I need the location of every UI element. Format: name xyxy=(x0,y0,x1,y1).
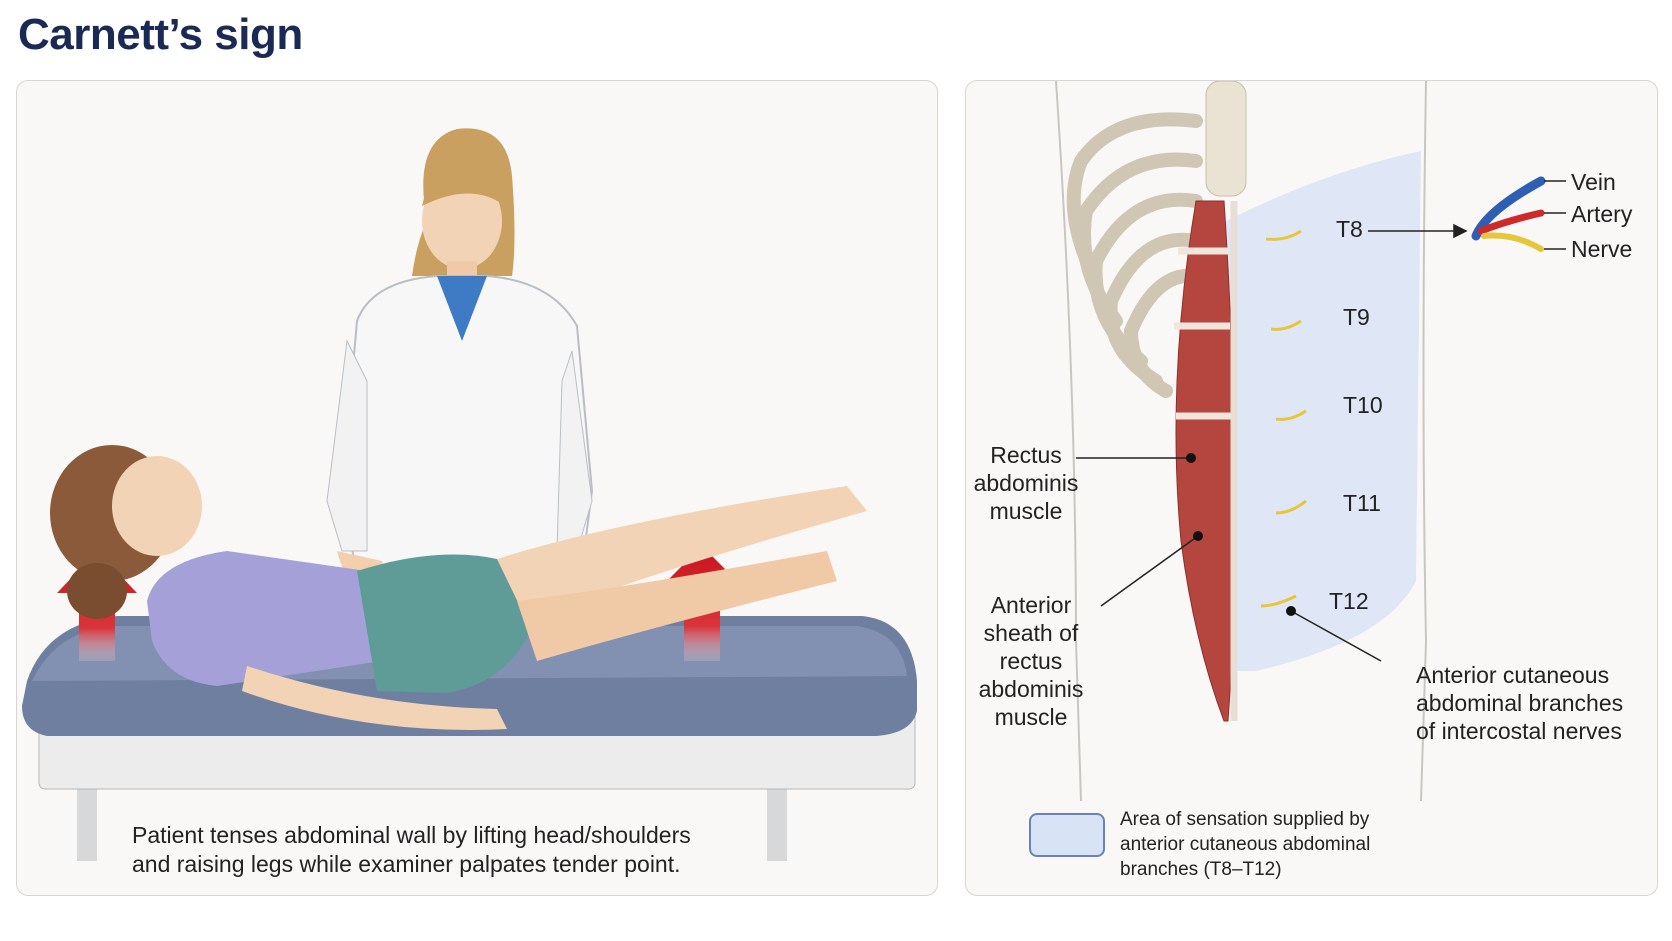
nerve-branches xyxy=(1260,229,1307,608)
anterior-sheath-label: Anterior sheath of rectus abdominis musc… xyxy=(966,591,1096,731)
examiner-figure xyxy=(326,128,594,607)
legend-swatch xyxy=(1029,813,1105,857)
cutaneous-label-line-1: Anterior cutaneous xyxy=(1416,662,1610,688)
legend-line-3: branches (T8–T12) xyxy=(1120,859,1282,880)
sheath-leader-dot xyxy=(1193,531,1203,541)
inset-label-artery: Artery xyxy=(1571,201,1633,227)
sheath-label-line-4: abdominis xyxy=(978,676,1084,702)
nerve-level-t10: T10 xyxy=(1343,392,1383,418)
nerve-level-t11: T11 xyxy=(1343,490,1381,516)
patient-illustration-panel: Patient tenses abdominal wall by lifting… xyxy=(16,80,938,896)
exam-caption: Patient tenses abdominal wall by lifting… xyxy=(132,821,691,879)
sternum xyxy=(1205,81,1247,197)
abdominal-wall-anatomy xyxy=(1055,81,1566,802)
caption-line-2: and raising legs while examiner palpates… xyxy=(132,851,681,877)
anterior-cutaneous-label: Anterior cutaneous abdominal branches of… xyxy=(1416,661,1623,745)
sheath-label-line-5: muscle xyxy=(994,704,1068,730)
rectus-label-line-3: muscle xyxy=(989,498,1063,524)
patient-exam-illustration xyxy=(22,128,917,861)
t8-pointer-arrowhead xyxy=(1453,223,1468,239)
cutaneous-leader-dot xyxy=(1286,606,1296,616)
rectus-leader-dot xyxy=(1186,453,1196,463)
legend-text: Area of sensation supplied by anterior c… xyxy=(1120,807,1370,882)
sensation-area xyxy=(1226,151,1421,671)
sheath-label-line-2: sheath of xyxy=(983,620,1079,646)
legend-line-2: anterior cutaneous abdominal xyxy=(1120,834,1371,855)
rectus-label-line-2: abdominis xyxy=(973,470,1079,496)
rectus-label-line-1: Rectus xyxy=(990,442,1062,468)
patient-figure xyxy=(50,445,867,730)
rectus-abdominis-muscle xyxy=(1174,200,1238,722)
rib-cage xyxy=(1066,112,1203,398)
caption-line-1: Patient tenses abdominal wall by lifting… xyxy=(132,822,691,848)
inset-label-nerve: Nerve xyxy=(1571,236,1633,262)
sheath-label-line-1: Anterior xyxy=(990,592,1072,618)
nerve-level-t8: T8 xyxy=(1336,216,1363,242)
page-title: Carnett’s sign xyxy=(18,10,303,59)
nerve-level-t12: T12 xyxy=(1329,588,1369,614)
vessel-bundle-icon xyxy=(1471,176,1566,252)
cutaneous-label-line-3: of intercostal nerves xyxy=(1416,718,1622,744)
inset-label-vein: Vein xyxy=(1571,169,1616,195)
legend-line-1: Area of sensation supplied by xyxy=(1120,809,1370,830)
anatomy-panel: T8 T9 T10 T11 T12 Vein Artery Nerve Rect… xyxy=(965,80,1658,896)
cutaneous-label-line-2: abdominal branches xyxy=(1416,690,1624,716)
nerve-level-t9: T9 xyxy=(1343,304,1370,330)
sheath-label-line-3: rectus xyxy=(999,648,1063,674)
rectus-abdominis-label: Rectus abdominis muscle xyxy=(966,441,1086,525)
